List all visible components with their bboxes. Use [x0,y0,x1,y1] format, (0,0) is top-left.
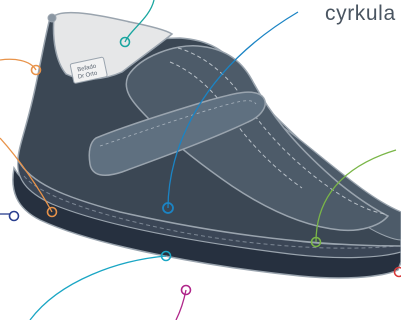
callout-line-teal [124,0,155,43]
callout-line-orange-top [0,58,37,71]
brand-tag-line2: Dr Orto [77,70,98,80]
heel-loop [47,13,57,23]
callout-marker-blue [162,202,174,214]
callout-line-orange-bottom [0,137,53,213]
callout-marker-orange-top [30,64,42,76]
partial-label: cyrkula [325,2,396,25]
callout-line-blue [167,11,299,209]
callout-marker-navy [8,210,20,222]
callout-marker-orange-bottom [46,206,58,218]
sole-stitching [23,175,399,249]
callout-line-magenta [175,289,187,320]
callout-marker-red [393,266,401,278]
brand-tag: Befado Dr Orto [69,56,108,84]
callout-marker-green [310,236,322,248]
callout-marker-teal [119,36,131,48]
callout-marker-magenta [180,284,192,296]
callout-line-green [315,149,397,243]
brand-tag-line1: Befado [77,64,97,74]
callout-marker-sole-blue [160,250,172,262]
callout-line-sole-blue [29,255,167,320]
